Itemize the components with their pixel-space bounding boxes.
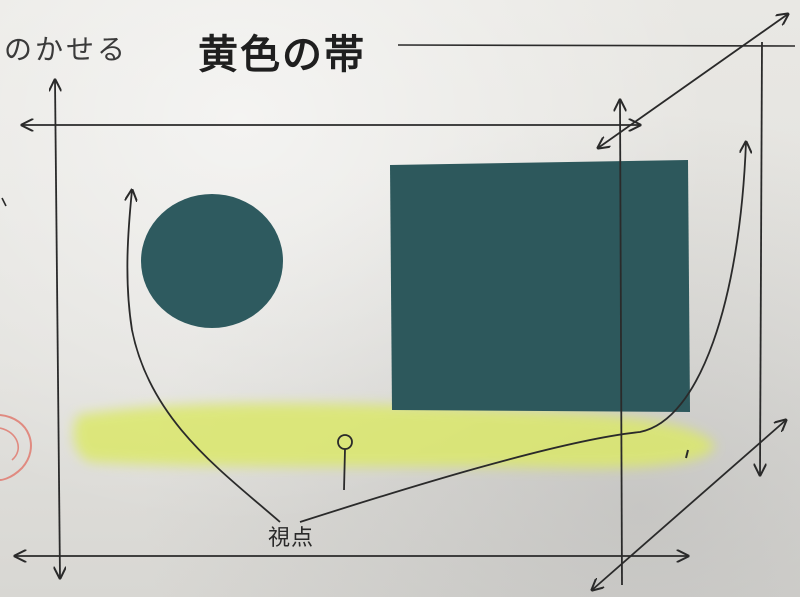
left-vertical-arrow xyxy=(55,80,60,578)
title-main: 黄色の帯 xyxy=(198,32,366,78)
top-right-horizontal-line xyxy=(397,44,796,47)
red-pencil-swirl-inner xyxy=(0,427,20,461)
title-prefix: のかせる xyxy=(4,33,129,66)
sight-curve-left xyxy=(127,190,281,523)
yellow-band xyxy=(73,403,716,469)
teal-square xyxy=(390,160,690,412)
pin-stem xyxy=(343,448,346,491)
teal-circle xyxy=(141,194,283,328)
diagonal-arrow-bottom xyxy=(592,420,786,590)
tick-mark xyxy=(685,449,689,459)
left-edge-mark xyxy=(1,197,7,207)
red-pencil-swirl xyxy=(0,414,32,481)
diagonal-arrow-top xyxy=(598,14,788,148)
viewpoint-label: 視点 xyxy=(268,526,315,551)
right-vertical-arrow xyxy=(760,41,762,475)
sight-curve-right xyxy=(299,142,746,523)
